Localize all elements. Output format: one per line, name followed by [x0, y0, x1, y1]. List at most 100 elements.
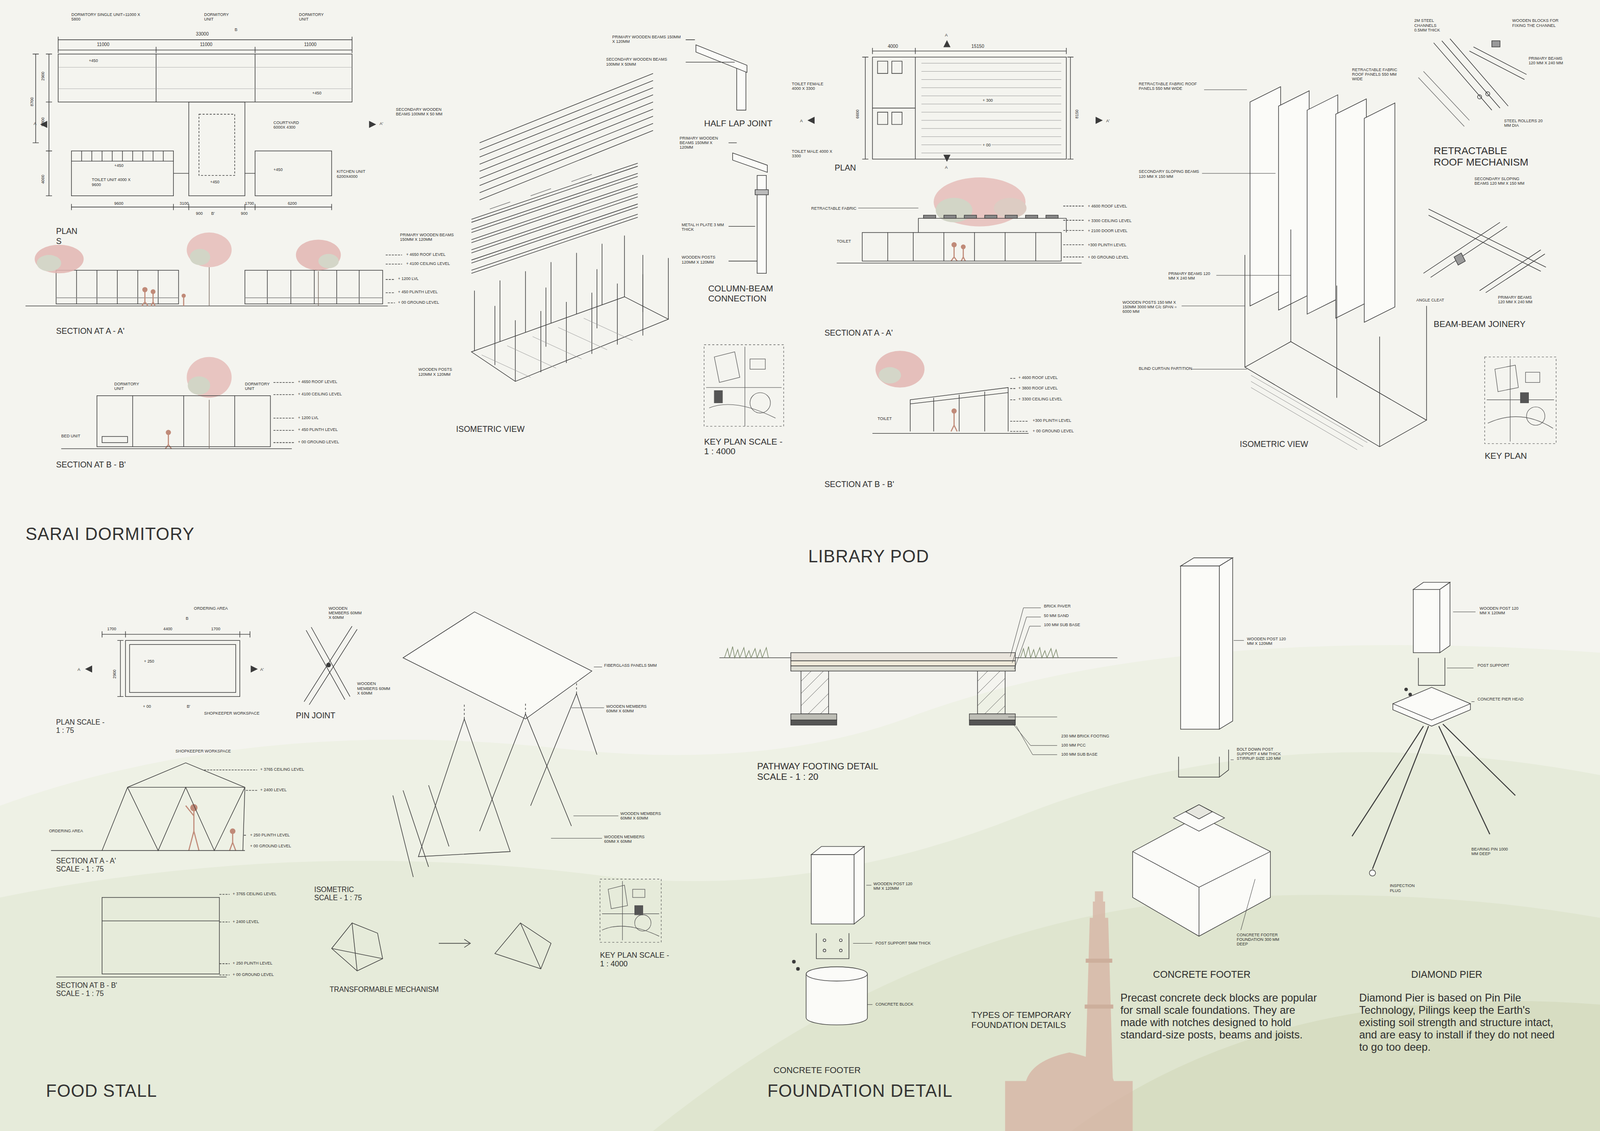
- annotation-label: SHOPKEEPER WORKSPACE: [175, 748, 232, 754]
- annotation-label: FIBERGLASS PANELS 5MM: [603, 663, 657, 668]
- human-figure: [181, 294, 186, 298]
- annotation-label: + 450 PLINTH LEVEL: [297, 427, 338, 432]
- annotation-label: STEEL ROLLERS 20 MM DIA: [1504, 118, 1545, 129]
- pathway-footing-detail: [790, 660, 1016, 666]
- annotation-label: 1700: [244, 201, 255, 206]
- drawing-caption: S: [56, 236, 62, 247]
- pathway-footing-detail: [790, 652, 1016, 661]
- human-figure: [229, 833, 236, 851]
- human-figure: [150, 293, 156, 307]
- monument-silhouette: [1092, 901, 1106, 920]
- pathway-footing-detail: [719, 607, 1118, 755]
- annotation-label: 11000: [97, 41, 110, 48]
- library-isometric: [1251, 375, 1368, 450]
- concrete-block-footer: [839, 939, 843, 942]
- dormitory-isometric: [474, 235, 625, 352]
- dormitory-isometric: [471, 163, 639, 274]
- library-section-a: [887, 232, 1036, 262]
- food-stall-isometric: [331, 923, 383, 972]
- key-plan: [602, 881, 660, 941]
- dormitory-section-b: [208, 400, 210, 449]
- concrete-block-footer: [852, 885, 873, 1005]
- annotation-label: + 00: [981, 142, 992, 148]
- food-stall-isometric: [331, 612, 619, 972]
- annotation-label: 6600: [855, 109, 860, 119]
- pathway-footing-detail: [790, 720, 837, 726]
- tree-canopy: [875, 350, 925, 388]
- drawing-caption: HALF LAP JOINT: [704, 118, 773, 129]
- half-lap-joint: [696, 44, 748, 73]
- annotation-label: + 4600 ROOF LEVEL: [1018, 375, 1058, 380]
- annotation-label: POST SUPPORT 5MM THICK: [875, 940, 931, 946]
- annotation-label: B: [185, 616, 189, 621]
- pathway-footing-detail: [800, 670, 1005, 714]
- dormitory-plan: [198, 114, 235, 176]
- annotation-label: PRIMARY WOODEN BEAMS 150MM X 120MM: [400, 232, 456, 243]
- drawing-caption: RETRACTABLE ROOF MECHANISM: [1433, 145, 1536, 169]
- drawing-caption: KEY PLAN: [1484, 451, 1528, 462]
- concrete-block-footer: [805, 974, 868, 1026]
- drawing-caption: KEY PLAN SCALE - 1 : 4000: [704, 436, 786, 458]
- dormitory-section-b: [102, 436, 128, 443]
- food-stall-section-b: [102, 920, 220, 922]
- annotation-label: ORDERING AREA: [193, 606, 229, 611]
- key-plan: [607, 885, 628, 909]
- drawing-caption: ISOMETRIC SCALE - 1 : 75: [314, 885, 376, 903]
- human-figure: [961, 249, 966, 262]
- annotation-label: ANGLE CLEAT: [1416, 297, 1445, 303]
- drawing-caption: PLAN: [834, 163, 857, 173]
- annotation-label: 2900: [112, 669, 117, 679]
- annotation-label: 4000: [887, 43, 898, 50]
- tree-canopy: [296, 239, 341, 271]
- annotation-label: RETRACTABLE FABRIC: [811, 206, 857, 211]
- concrete-footer-foundation: [1132, 851, 1271, 937]
- library-isometric: [1278, 90, 1310, 311]
- food-stall-plan: [85, 631, 258, 697]
- library-section-a: [862, 232, 1061, 262]
- annotation-label: PRIMARY BEAMS 120 MM X 240 MM: [1528, 56, 1569, 66]
- pathway-footing-detail: [790, 665, 1016, 671]
- annotation-label: 230 MM BRICK FOOTING: [1061, 733, 1110, 739]
- dormitory-plan: [32, 54, 53, 197]
- annotation-label: PRIMARY BEAMS 120 MM X 240 MM: [1168, 271, 1215, 281]
- diamond-pier: [1446, 612, 1476, 702]
- drawing-caption: ISOMETRIC VIEW: [1239, 439, 1309, 450]
- tree-canopy: [36, 254, 62, 272]
- annotation-label: + 2100 DOOR LEVEL: [1087, 228, 1128, 234]
- tree-canopy: [878, 367, 901, 384]
- dormitory-plan: [40, 121, 376, 128]
- key-plan: [704, 344, 785, 427]
- annotation-label: A: [945, 32, 948, 38]
- annotation-label: SECONDARY WOODEN BEAMS 100MM X 50MM: [606, 57, 678, 67]
- dormitory-section-a: [267, 270, 359, 305]
- annotation-label: + 4600 ROOF LEVEL: [1087, 203, 1128, 209]
- annotation-label: + 2400 LEVEL: [232, 919, 260, 925]
- dormitory-plan: [254, 150, 332, 196]
- drawing-caption: SECTION AT B - B' SCALE - 1 : 75: [56, 981, 133, 998]
- food-stall-isometric: [331, 923, 383, 972]
- annotation-label: SHOPKEEPER WORKSPACE: [203, 711, 260, 716]
- annotation-label: B: [234, 27, 238, 32]
- annotation-label: RETRACTABLE FABRIC ROOF PANELS 550 MM WI…: [1138, 81, 1203, 92]
- dormitory-plan: [58, 39, 353, 41]
- dormitory-section-b: [273, 382, 295, 443]
- human-figure: [950, 246, 957, 261]
- dormitory-section-b: [61, 448, 292, 449]
- monument-silhouette: [1085, 958, 1112, 963]
- section-title: LIBRARY POD: [808, 546, 930, 567]
- concrete-block-footer: [796, 967, 800, 971]
- annotation-label: DORMITORY UNIT: [299, 12, 324, 22]
- annotation-label: + 3765 CEILING LEVEL: [259, 767, 304, 772]
- drawing-caption: SECTION AT A - A': [56, 326, 125, 337]
- annotation-label: 50 MM SAND: [1044, 613, 1070, 619]
- description-text: Diamond Pier is based on Pin Pile Techno…: [1359, 992, 1564, 1054]
- dormitory-section-a: [56, 297, 383, 298]
- drawing-caption: SECTION AT B - B': [824, 479, 895, 490]
- annotation-label: +450: [114, 163, 124, 168]
- annotation-label: 8150: [1074, 109, 1080, 119]
- half-lap-joint: [685, 39, 735, 63]
- annotation-label: WOODEN MEMBERS 60MM X 60MM: [606, 704, 647, 714]
- drawing-caption: PIN JOINT: [296, 711, 336, 721]
- annotation-label: WOODEN POSTS 150 MM X 150MM 3000 MM C/c …: [1122, 300, 1179, 315]
- food-stall-section-a: [102, 763, 245, 851]
